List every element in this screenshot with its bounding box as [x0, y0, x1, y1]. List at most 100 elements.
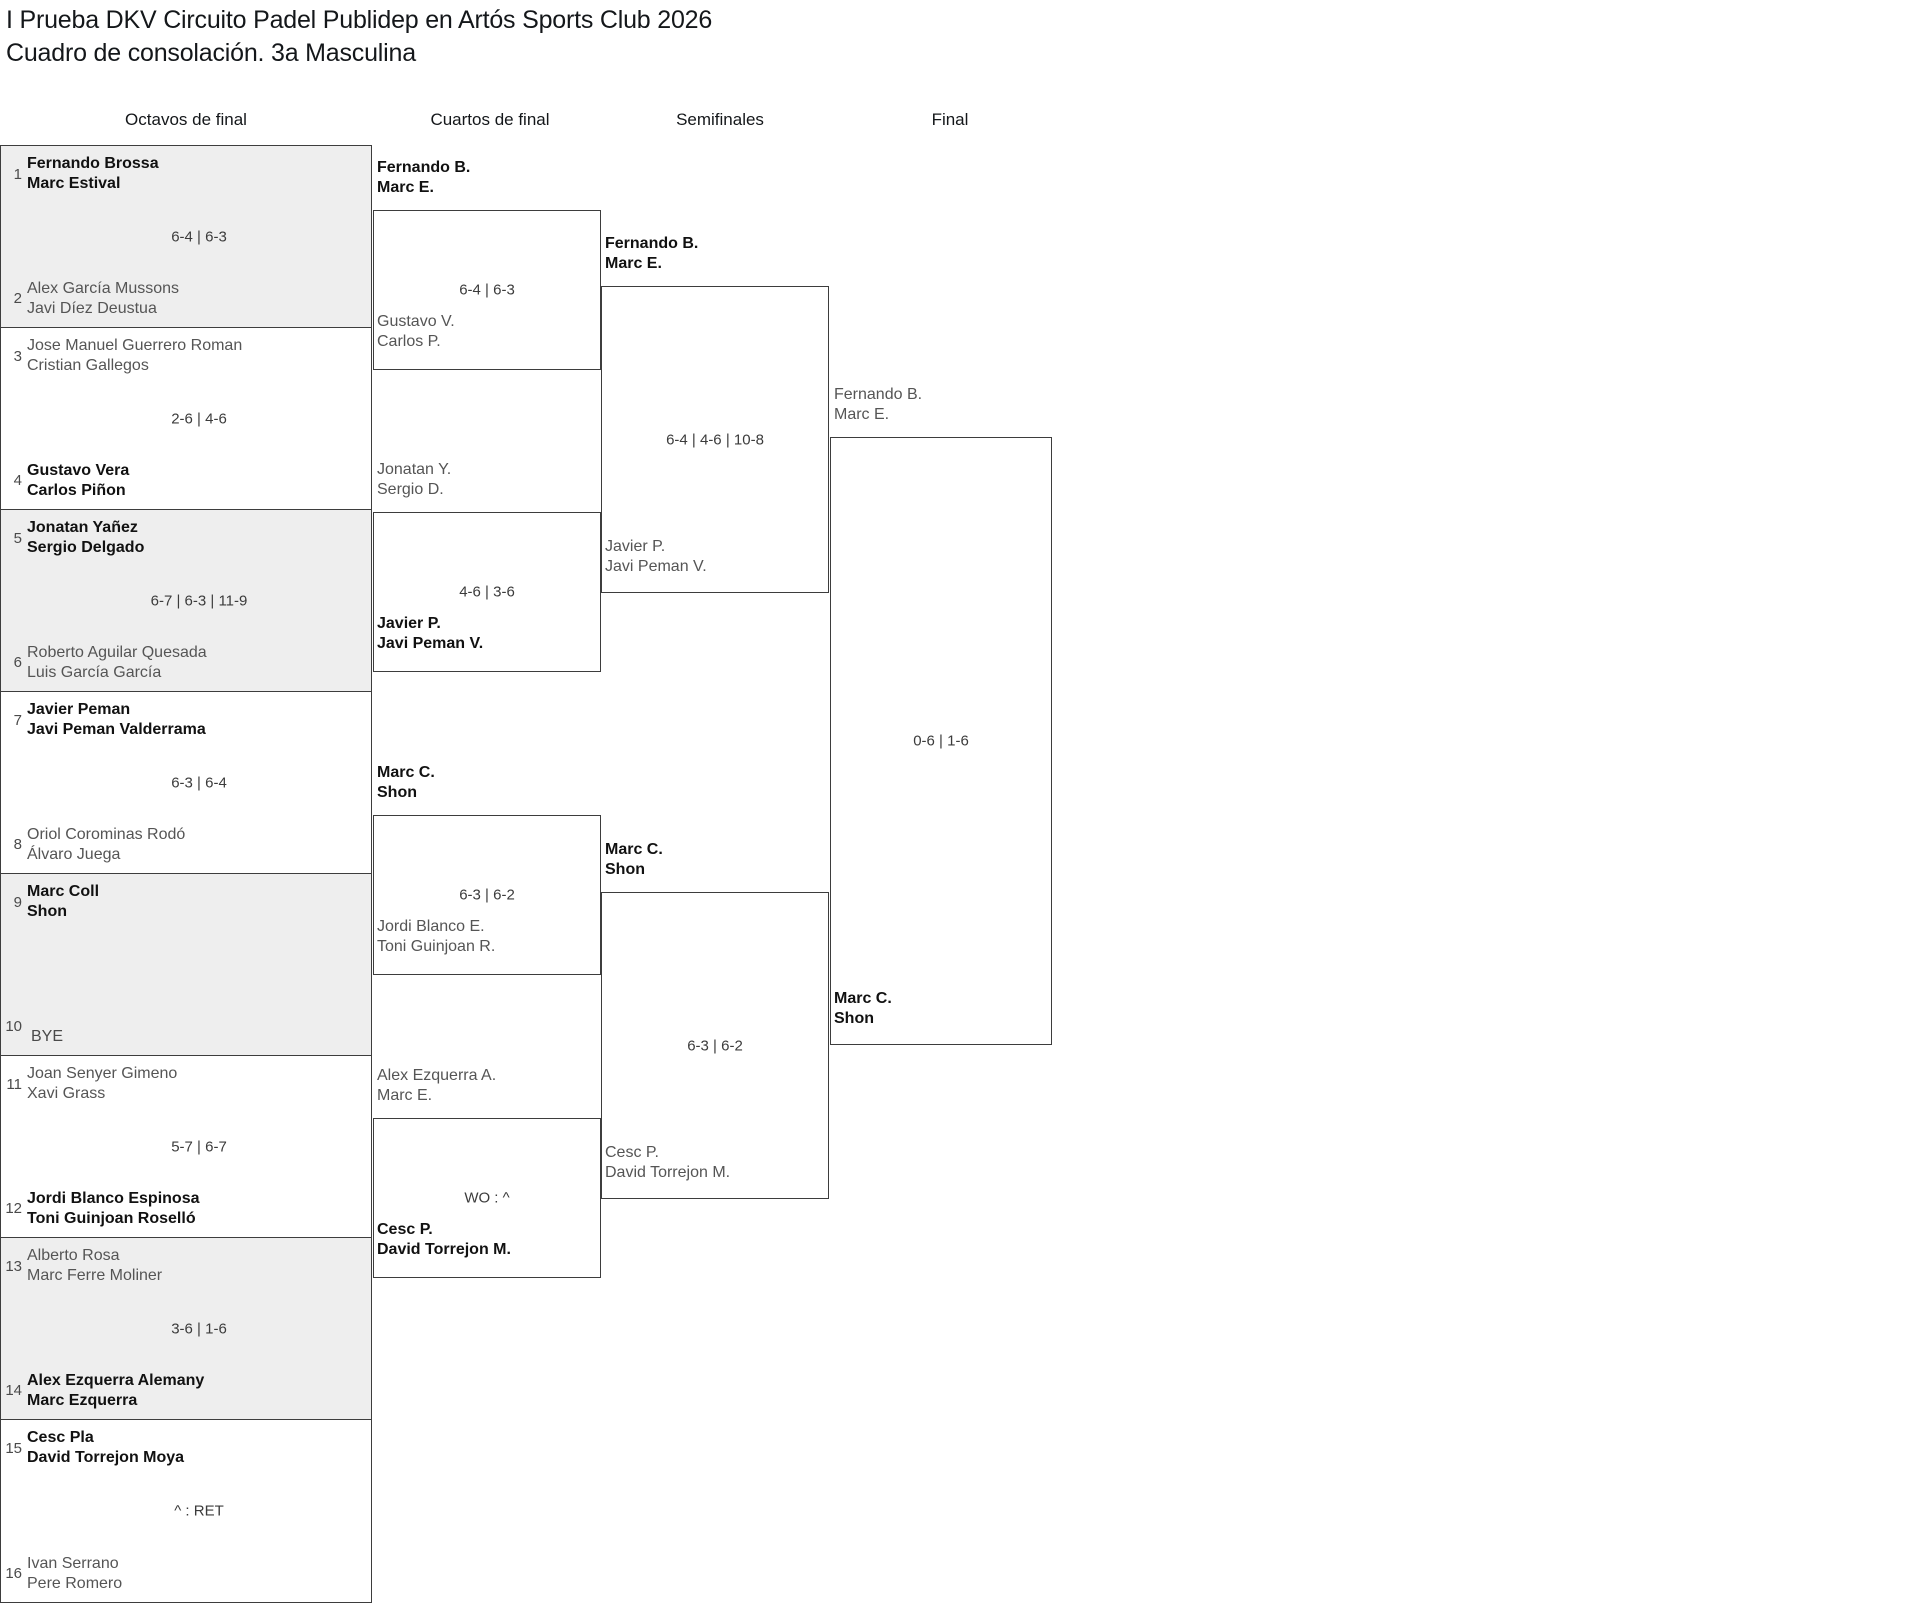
seed-number: 12	[5, 1200, 22, 1217]
round1-slot[interactable]: 9 Marc Coll Shon	[1, 882, 371, 934]
match-score: 6-3 | 6-2	[687, 1037, 743, 1054]
player-name: Jonatan Yañez	[27, 519, 138, 536]
tournament-title-line1: I Prueba DKV Circuito Padel Publidep en …	[6, 6, 713, 34]
round3-match[interactable]: 6-4 | 4-6 | 10-8	[601, 286, 829, 593]
player-name: Marc E.	[377, 1087, 433, 1104]
round1-match[interactable]: 15 Cesc Pla David Torrejon Moya ^ : RET …	[1, 1420, 371, 1602]
round1-match[interactable]: 7 Javier Peman Javi Peman Valderrama 6-3…	[1, 692, 371, 874]
round2-slot[interactable]: Cesc P. David Torrejon M.	[377, 1220, 511, 1260]
match-score: 6-3 | 6-2	[459, 886, 515, 904]
round2-match[interactable]: 6-4 | 6-3	[373, 210, 601, 370]
round4-match[interactable]: 0-6 | 1-6	[830, 437, 1052, 1045]
round1-slot[interactable]: 15 Cesc Pla David Torrejon Moya	[1, 1428, 371, 1480]
round4-slot[interactable]: Fernando B. Marc E.	[834, 385, 922, 425]
player-name: Javier Peman	[27, 701, 131, 718]
player-name: Marc Coll	[27, 883, 100, 900]
player-name: Carlos Piñon	[27, 482, 126, 499]
match-score: 2-6 | 4-6	[171, 410, 227, 427]
round1-slot[interactable]: 2 Alex García Mussons Javi Díez Deustua	[1, 267, 371, 319]
seed-number: 7	[13, 712, 22, 729]
team-names: Marc Coll Shon	[27, 882, 99, 922]
round1-slot[interactable]: 1 Fernando Brossa Marc Estival	[1, 154, 371, 206]
player-name: Cesc P.	[377, 1221, 433, 1238]
player-name: Joan Senyer Gimeno	[27, 1065, 178, 1082]
player-name: Gustavo V.	[377, 313, 455, 330]
player-name: Shon	[605, 861, 645, 878]
round3-slot[interactable]: Cesc P. David Torrejon M.	[605, 1143, 730, 1183]
match-score: 0-6 | 1-6	[913, 732, 969, 750]
seed-number: 15	[5, 1440, 22, 1457]
team-names: Alex García Mussons Javi Díez Deustua	[27, 279, 179, 319]
round2-slot[interactable]: Jonatan Y. Sergio D.	[377, 460, 451, 500]
player-name: Toni Guinjoan R.	[377, 938, 496, 955]
round1-match[interactable]: 11 Joan Senyer Gimeno Xavi Grass 5-7 | 6…	[1, 1056, 371, 1238]
player-name: Cesc Pla	[27, 1429, 94, 1446]
player-name: Carlos P.	[377, 333, 441, 350]
round1-slot[interactable]: 8 Oriol Corominas Rodó Álvaro Juega	[1, 813, 371, 865]
player-name: Javi Peman Valderrama	[27, 721, 206, 738]
round-heading-final: Final	[931, 110, 969, 129]
round1-slot[interactable]: 4 Gustavo Vera Carlos Piñon	[1, 449, 371, 501]
player-name: Marc C.	[377, 764, 435, 781]
round2-match[interactable]: 4-6 | 3-6	[373, 512, 601, 672]
player-name: Luis García García	[27, 664, 162, 681]
match-score: 6-4 | 6-3	[171, 228, 227, 245]
round2-slot[interactable]: Fernando B. Marc E.	[377, 158, 470, 198]
player-name: Toni Guinjoan Roselló	[27, 1210, 196, 1227]
player-name: Marc E.	[377, 179, 434, 196]
player-name: Jordi Blanco E.	[377, 918, 485, 935]
round2-slot[interactable]: Gustavo V. Carlos P.	[377, 312, 455, 352]
team-names: Alberto Rosa Marc Ferre Moliner	[27, 1246, 162, 1286]
round4-slot-champion[interactable]: Marc C. Shon	[834, 989, 892, 1029]
player-name: Roberto Aguilar Quesada	[27, 644, 207, 661]
player-name: Xavi Grass	[27, 1085, 106, 1102]
round1-slot[interactable]: 14 Alex Ezquerra Alemany Marc Ezquerra	[1, 1359, 371, 1411]
match-score: 5-7 | 6-7	[171, 1138, 227, 1155]
seed-number: 6	[13, 654, 22, 671]
round1-match[interactable]: 9 Marc Coll Shon 10 BYE	[1, 874, 371, 1056]
team-names: Jordi Blanco Espinosa Toni Guinjoan Rose…	[27, 1189, 199, 1229]
player-name: Shon	[834, 1010, 874, 1027]
player-name: Oriol Corominas Rodó	[27, 826, 186, 843]
round1-match[interactable]: 3 Jose Manuel Guerrero Roman Cristian Ga…	[1, 328, 371, 510]
round2-slot[interactable]: Alex Ezquerra A. Marc E.	[377, 1066, 496, 1106]
round3-slot[interactable]: Fernando B. Marc E.	[605, 234, 698, 274]
team-names: Gustavo Vera Carlos Piñon	[27, 461, 129, 501]
round1-slot[interactable]: 5 Jonatan Yañez Sergio Delgado	[1, 518, 371, 570]
round1-match[interactable]: 1 Fernando Brossa Marc Estival 6-4 | 6-3…	[1, 146, 371, 328]
seed-number: 3	[13, 348, 22, 365]
round1-match[interactable]: 13 Alberto Rosa Marc Ferre Moliner 3-6 |…	[1, 1238, 371, 1420]
team-names: Oriol Corominas Rodó Álvaro Juega	[27, 825, 185, 865]
player-name: Cristian Gallegos	[27, 357, 149, 374]
seed-number: 5	[13, 530, 22, 547]
round-heading-semifinales: Semifinales	[676, 110, 764, 129]
round2-slot[interactable]: Marc C. Shon	[377, 763, 435, 803]
round1-slot[interactable]: 11 Joan Senyer Gimeno Xavi Grass	[1, 1064, 371, 1116]
round1-slot[interactable]: 12 Jordi Blanco Espinosa Toni Guinjoan R…	[1, 1177, 371, 1229]
round-heading-cuartos: Cuartos de final	[430, 110, 550, 129]
round1-slot-bye[interactable]: 10 BYE	[1, 995, 371, 1047]
player-name: Pere Romero	[27, 1575, 123, 1592]
round1-slot[interactable]: 3 Jose Manuel Guerrero Roman Cristian Ga…	[1, 336, 371, 388]
match-score: 6-4 | 4-6 | 10-8	[666, 431, 764, 448]
match-score: 6-7 | 6-3 | 11-9	[150, 592, 248, 609]
player-name: Marc E.	[605, 255, 662, 272]
round2-slot[interactable]: Jordi Blanco E. Toni Guinjoan R.	[377, 917, 495, 957]
tournament-title-line2: Cuadro de consolación. 3a Masculina	[6, 39, 416, 67]
round2-match[interactable]: WO : ^	[373, 1118, 601, 1278]
round3-slot[interactable]: Javier P. Javi Peman V.	[605, 537, 707, 577]
round3-match[interactable]: 6-3 | 6-2	[601, 892, 829, 1199]
seed-number: 13	[5, 1258, 22, 1275]
round1-match[interactable]: 5 Jonatan Yañez Sergio Delgado 6-7 | 6-3…	[1, 510, 371, 692]
round1-slot[interactable]: 16 Ivan Serrano Pere Romero	[1, 1542, 371, 1594]
round1-slot[interactable]: 13 Alberto Rosa Marc Ferre Moliner	[1, 1246, 371, 1298]
team-names: Joan Senyer Gimeno Xavi Grass	[27, 1064, 177, 1104]
round1-slot[interactable]: 7 Javier Peman Javi Peman Valderrama	[1, 700, 371, 752]
round3-slot[interactable]: Marc C. Shon	[605, 840, 663, 880]
round2-match[interactable]: 6-3 | 6-2	[373, 815, 601, 975]
round2-slot[interactable]: Javier P. Javi Peman V.	[377, 614, 483, 654]
round1-slot[interactable]: 6 Roberto Aguilar Quesada Luis García Ga…	[1, 631, 371, 683]
seed-number: 10	[5, 1018, 22, 1035]
seed-number: 14	[5, 1382, 22, 1399]
